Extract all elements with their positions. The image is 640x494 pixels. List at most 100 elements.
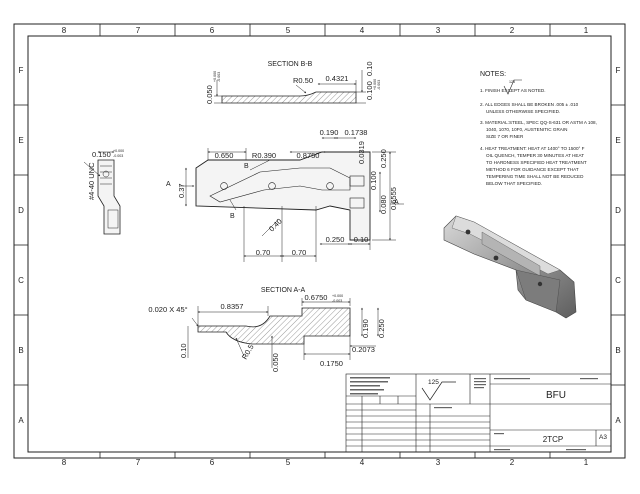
zone-row-right-e: E bbox=[615, 136, 620, 145]
zone-row-right-d: D bbox=[615, 206, 621, 215]
zone-col-bottom-6: 6 bbox=[210, 458, 215, 467]
zone-col-top-6: 6 bbox=[210, 26, 215, 35]
side-view-details bbox=[83, 151, 119, 229]
dim-main-00319: 0.0319 bbox=[357, 141, 366, 164]
zone-col-bottom-5: 5 bbox=[286, 458, 291, 467]
zone-row-left-d: D bbox=[18, 206, 24, 215]
zone-col-bottom-7: 7 bbox=[136, 458, 141, 467]
note-3b: 1040, 1070, 10F0, AUSTENITIC GRAIN bbox=[486, 127, 567, 132]
dim-bb-r050: R0.50 bbox=[293, 76, 313, 85]
zone-col-top-8: 8 bbox=[62, 26, 67, 35]
dim-main-0250-b: 0.250 bbox=[326, 235, 345, 244]
dim-bb-04321: 0.4321 bbox=[326, 74, 349, 83]
notes-finish-value: 125 bbox=[509, 80, 515, 84]
dim-aa-r05: R0.5 bbox=[240, 343, 256, 361]
title-block-fine-print bbox=[350, 377, 598, 451]
tol-aa-minus: -0.003 bbox=[332, 299, 342, 303]
title-block bbox=[345, 373, 612, 453]
zone-row-left-f: F bbox=[19, 66, 24, 75]
dim-main-r0390: R0.390 bbox=[252, 151, 276, 160]
zone-col-top-7: 7 bbox=[136, 26, 141, 35]
note-4e: TEMPERING TIME SHALL NOT BE REDUCED bbox=[486, 174, 584, 179]
tol-bb-plus-2: +0.000 bbox=[373, 79, 377, 90]
note-1: 1. FINISH EXCEPT AS NOTED. bbox=[480, 88, 546, 93]
outer-border bbox=[13, 23, 626, 459]
section-aa-title: SECTION A-A bbox=[261, 287, 306, 294]
zone-col-top-5: 5 bbox=[286, 26, 291, 35]
section-bb-title: SECTION B-B bbox=[268, 61, 313, 68]
dim-aa-0250: 0.250 bbox=[377, 319, 386, 338]
dim-main-0650: 0.650 bbox=[215, 151, 234, 160]
dim-main-010: 0.10 bbox=[354, 235, 369, 244]
main-view-features bbox=[209, 167, 365, 209]
dim-main-070-a: 0.70 bbox=[256, 248, 271, 257]
section-bb-dim-lines bbox=[214, 70, 366, 104]
note-3c: SIZE 7 OR FINER bbox=[486, 134, 524, 139]
dim-main-0100: 0.100 bbox=[369, 171, 378, 190]
zone-row-left-e: E bbox=[18, 136, 23, 145]
main-view-dim-lines bbox=[180, 137, 404, 262]
section-marker-b-top: B bbox=[244, 163, 249, 170]
tol-bb-plus: +0.000 bbox=[213, 71, 217, 82]
note-2: 2. ALL EDGES SHALL BE BROKEN .005 ± .010 bbox=[480, 102, 579, 107]
title-company: BFU bbox=[546, 390, 566, 401]
dim-aa-06750: 0.6750 bbox=[305, 293, 328, 302]
dim-main-08750: 0.8750 bbox=[297, 151, 320, 160]
isometric-part-image bbox=[443, 215, 577, 319]
zone-ticks bbox=[14, 24, 625, 458]
main-view-part bbox=[195, 151, 371, 241]
zone-col-bottom-4: 4 bbox=[360, 458, 365, 467]
zone-col-top-4: 4 bbox=[360, 26, 365, 35]
title-finish-value: 125 bbox=[428, 379, 439, 386]
zone-row-right-f: F bbox=[616, 66, 621, 75]
thread-callout: #4-40 UNC bbox=[87, 162, 96, 200]
zone-col-bottom-3: 3 bbox=[436, 458, 441, 467]
zone-col-bottom-1: 1 bbox=[584, 458, 589, 467]
zone-row-right-b: B bbox=[615, 346, 620, 355]
dim-main-040: 0.40 bbox=[267, 217, 284, 234]
section-aa-profile bbox=[197, 307, 351, 345]
note-4: 4. HEAT TREATMENT: HEAT AT 1400° TO 1500… bbox=[480, 146, 585, 151]
dim-aa-chamfer: 0.020 X 45° bbox=[148, 305, 187, 314]
section-marker-a-left: A bbox=[166, 181, 171, 188]
dim-aa-08357: 0.8357 bbox=[221, 302, 244, 311]
note-4d: METHOD 6 FOR GUIDANCE EXCEPT THAT bbox=[486, 167, 579, 172]
tol-side-plus: +0.000 bbox=[113, 149, 124, 153]
title-finish-symbol-icon bbox=[421, 381, 456, 401]
section-marker-a-right: A bbox=[394, 199, 399, 206]
note-2b: UNLESS OTHERWISE SPECIFIED. bbox=[486, 109, 560, 114]
side-view-part bbox=[97, 159, 121, 235]
finish-symbol-icon bbox=[503, 79, 522, 95]
dim-aa-010: 0.10 bbox=[179, 343, 188, 358]
inner-border bbox=[27, 35, 612, 453]
title-drawing-number: 2TCP bbox=[543, 435, 563, 444]
zone-row-right-c: C bbox=[615, 276, 621, 285]
hole-1 bbox=[220, 182, 228, 190]
hole-2 bbox=[268, 182, 276, 190]
dim-bb-010: 0.10 bbox=[365, 61, 374, 76]
dim-main-037: 0.37 bbox=[177, 183, 186, 198]
dim-aa-02073: 0.2073 bbox=[352, 345, 375, 354]
hole-3 bbox=[326, 182, 334, 190]
zone-row-left-c: C bbox=[18, 276, 24, 285]
zone-col-top-3: 3 bbox=[436, 26, 441, 35]
dim-aa-0190: 0.190 bbox=[361, 319, 370, 338]
title-sheet-size: A3 bbox=[599, 434, 607, 441]
note-3: 3. MATERIAL:STEEL, SPEC QQ-S-631 OR ASTM… bbox=[480, 120, 597, 125]
zone-row-left-a: A bbox=[18, 416, 24, 425]
dim-side-0150: 0.150 bbox=[92, 150, 111, 159]
zone-col-top-2: 2 bbox=[510, 26, 515, 35]
tol-bb-minus: -0.003 bbox=[217, 72, 221, 82]
zone-col-bottom-8: 8 bbox=[62, 458, 67, 467]
dim-main-0080: 0.080 bbox=[379, 195, 388, 214]
dim-main-070-b: 0.70 bbox=[292, 248, 307, 257]
zone-row-right-a: A bbox=[615, 416, 621, 425]
zone-row-left-b: B bbox=[18, 346, 23, 355]
section-aa-dim-lines bbox=[187, 298, 379, 368]
tol-bb-minus-2: -0.003 bbox=[377, 80, 381, 90]
notes-title: NOTES: bbox=[480, 71, 506, 78]
section-marker-b-bottom: B bbox=[230, 213, 235, 220]
dim-aa-01750: 0.1750 bbox=[320, 359, 343, 368]
zone-col-bottom-2: 2 bbox=[510, 458, 515, 467]
dim-main-0250: 0.250 bbox=[379, 149, 388, 168]
